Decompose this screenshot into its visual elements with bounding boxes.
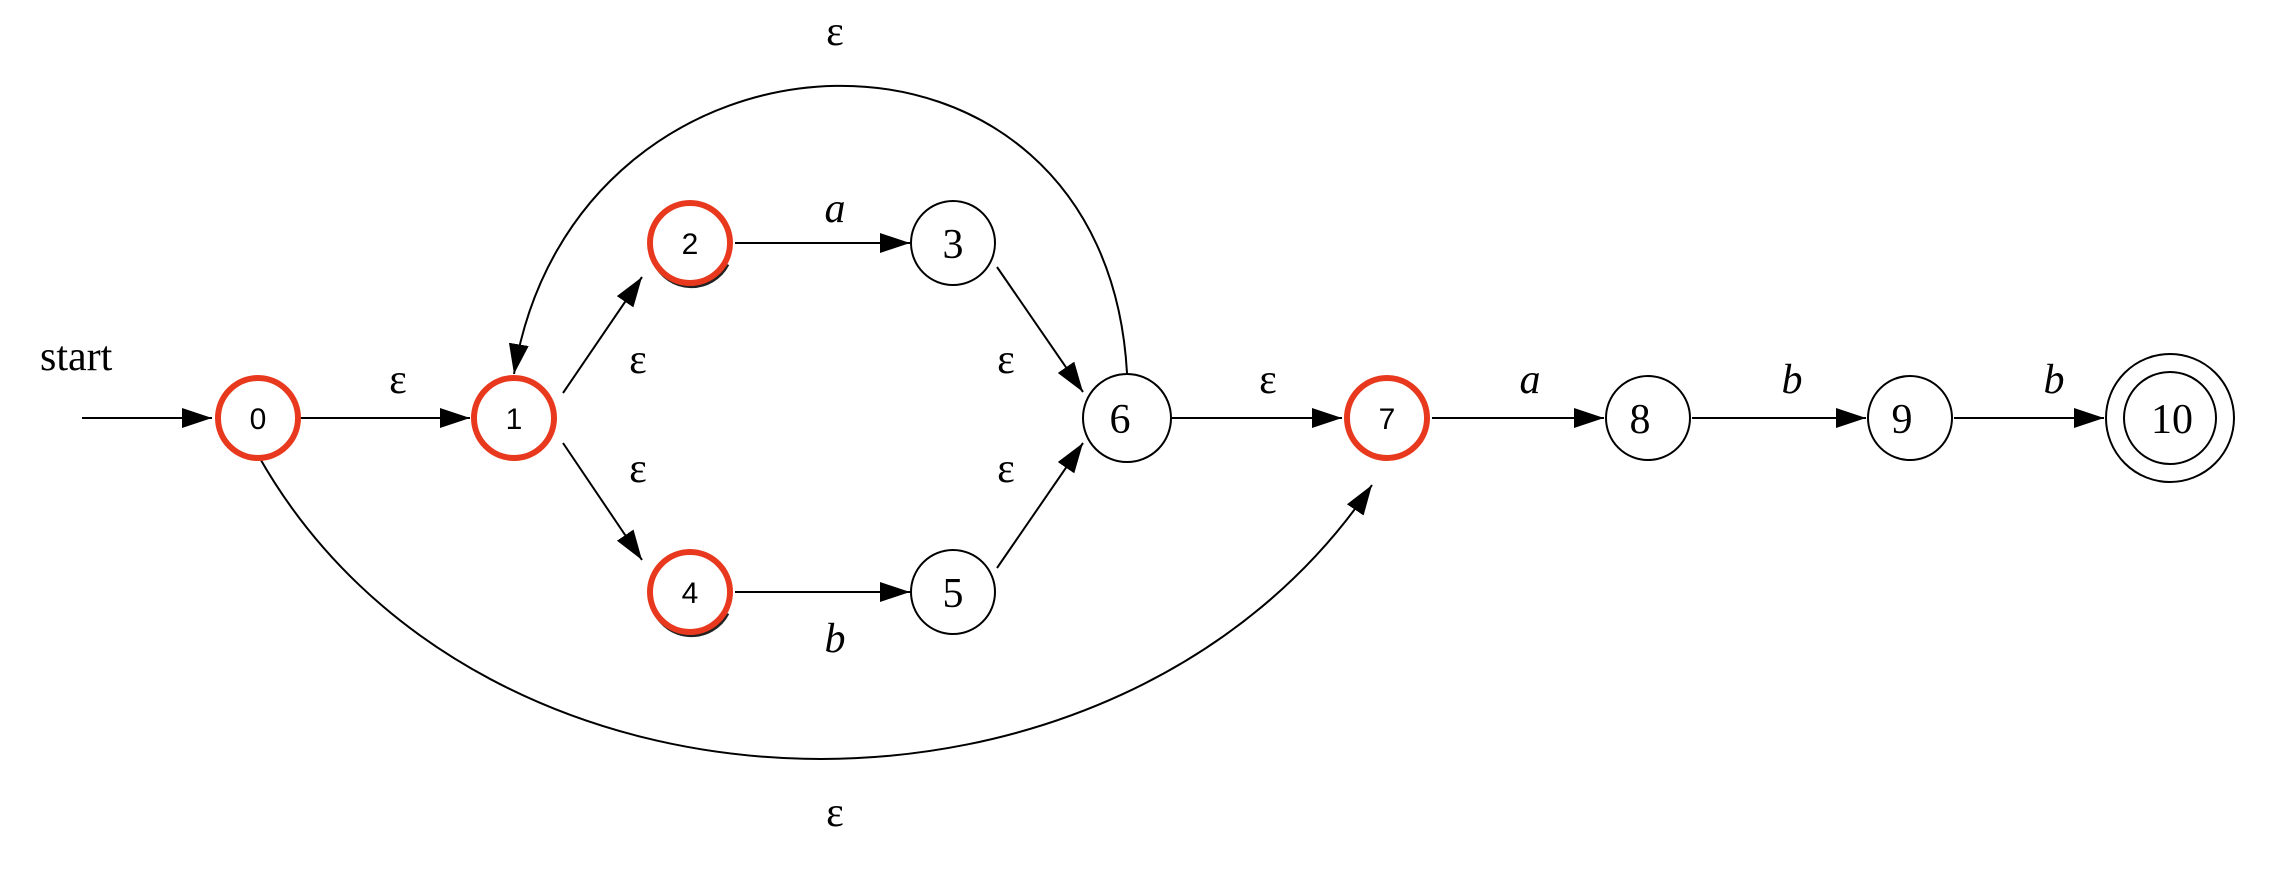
state-9-circle (1867, 375, 1953, 461)
state-6-label: 6 (1110, 397, 1131, 443)
state-0: 0 (215, 375, 301, 461)
state-10-label: 10 (2151, 397, 2193, 443)
edge-0-7-label: ε (826, 790, 844, 836)
state-0-label: 0 (250, 403, 267, 436)
state-5-label: 5 (943, 571, 964, 617)
edge-4-5-label: b (825, 616, 846, 662)
state-7-label: 7 (1379, 403, 1396, 436)
states: 0 1 2 3 4 5 6 (215, 200, 2235, 638)
state-8-circle (1605, 375, 1691, 461)
edge-3-6 (996, 266, 1084, 393)
state-7-circle (1344, 375, 1430, 461)
state-2-label: 2 (682, 228, 699, 261)
state-0-circle (215, 375, 301, 461)
state-7: 7 (1344, 375, 1430, 461)
edge-7-8-label: a (1520, 357, 1541, 403)
state-1-label: 1 (506, 403, 523, 436)
transitions: ε ε ε a b ε ε ε ε ε a b (257, 9, 2104, 836)
state-4-circle (647, 549, 733, 635)
state-10-inner-circle (2123, 371, 2217, 465)
edge-5-6 (996, 442, 1084, 569)
edge-6-7-label: ε (1259, 357, 1277, 403)
state-3-circle (910, 200, 996, 286)
state-10: 10 (2105, 353, 2235, 483)
state-3-label: 3 (943, 222, 964, 268)
state-5: 5 (910, 549, 996, 635)
edge-1-4 (562, 442, 643, 561)
state-6-circle (1082, 373, 1172, 463)
state-9: 9 (1867, 375, 1953, 461)
edge-0-7 (257, 454, 1373, 760)
edge-1-2 (562, 276, 643, 394)
edge-5-6-label: ε (997, 446, 1015, 492)
edge-8-9-label: b (1782, 357, 1803, 403)
edge-6-1 (509, 84, 1128, 375)
state-1: 1 (471, 375, 557, 461)
edge-1-2-label: ε (629, 337, 647, 383)
state-6: 6 (1082, 373, 1172, 463)
state-8: 8 (1605, 375, 1691, 461)
start-label: start (40, 334, 113, 380)
edge-1-4-label: ε (629, 446, 647, 492)
state-4-label: 4 (682, 577, 699, 610)
edge-6-1-label: ε (826, 9, 844, 55)
edge-0-1-label: ε (389, 357, 407, 403)
state-4: 4 (647, 549, 733, 638)
edge-3-6-label: ε (997, 337, 1015, 383)
state-2-circle (647, 200, 733, 286)
state-5-circle (910, 549, 996, 635)
state-3: 3 (910, 200, 996, 286)
state-9-label: 9 (1892, 397, 1913, 443)
edge-2-3-label: a (825, 186, 846, 232)
state-1-circle (471, 375, 557, 461)
state-8-label: 8 (1630, 397, 1651, 443)
state-2: 2 (647, 200, 733, 289)
edge-9-10-label: b (2044, 357, 2065, 403)
